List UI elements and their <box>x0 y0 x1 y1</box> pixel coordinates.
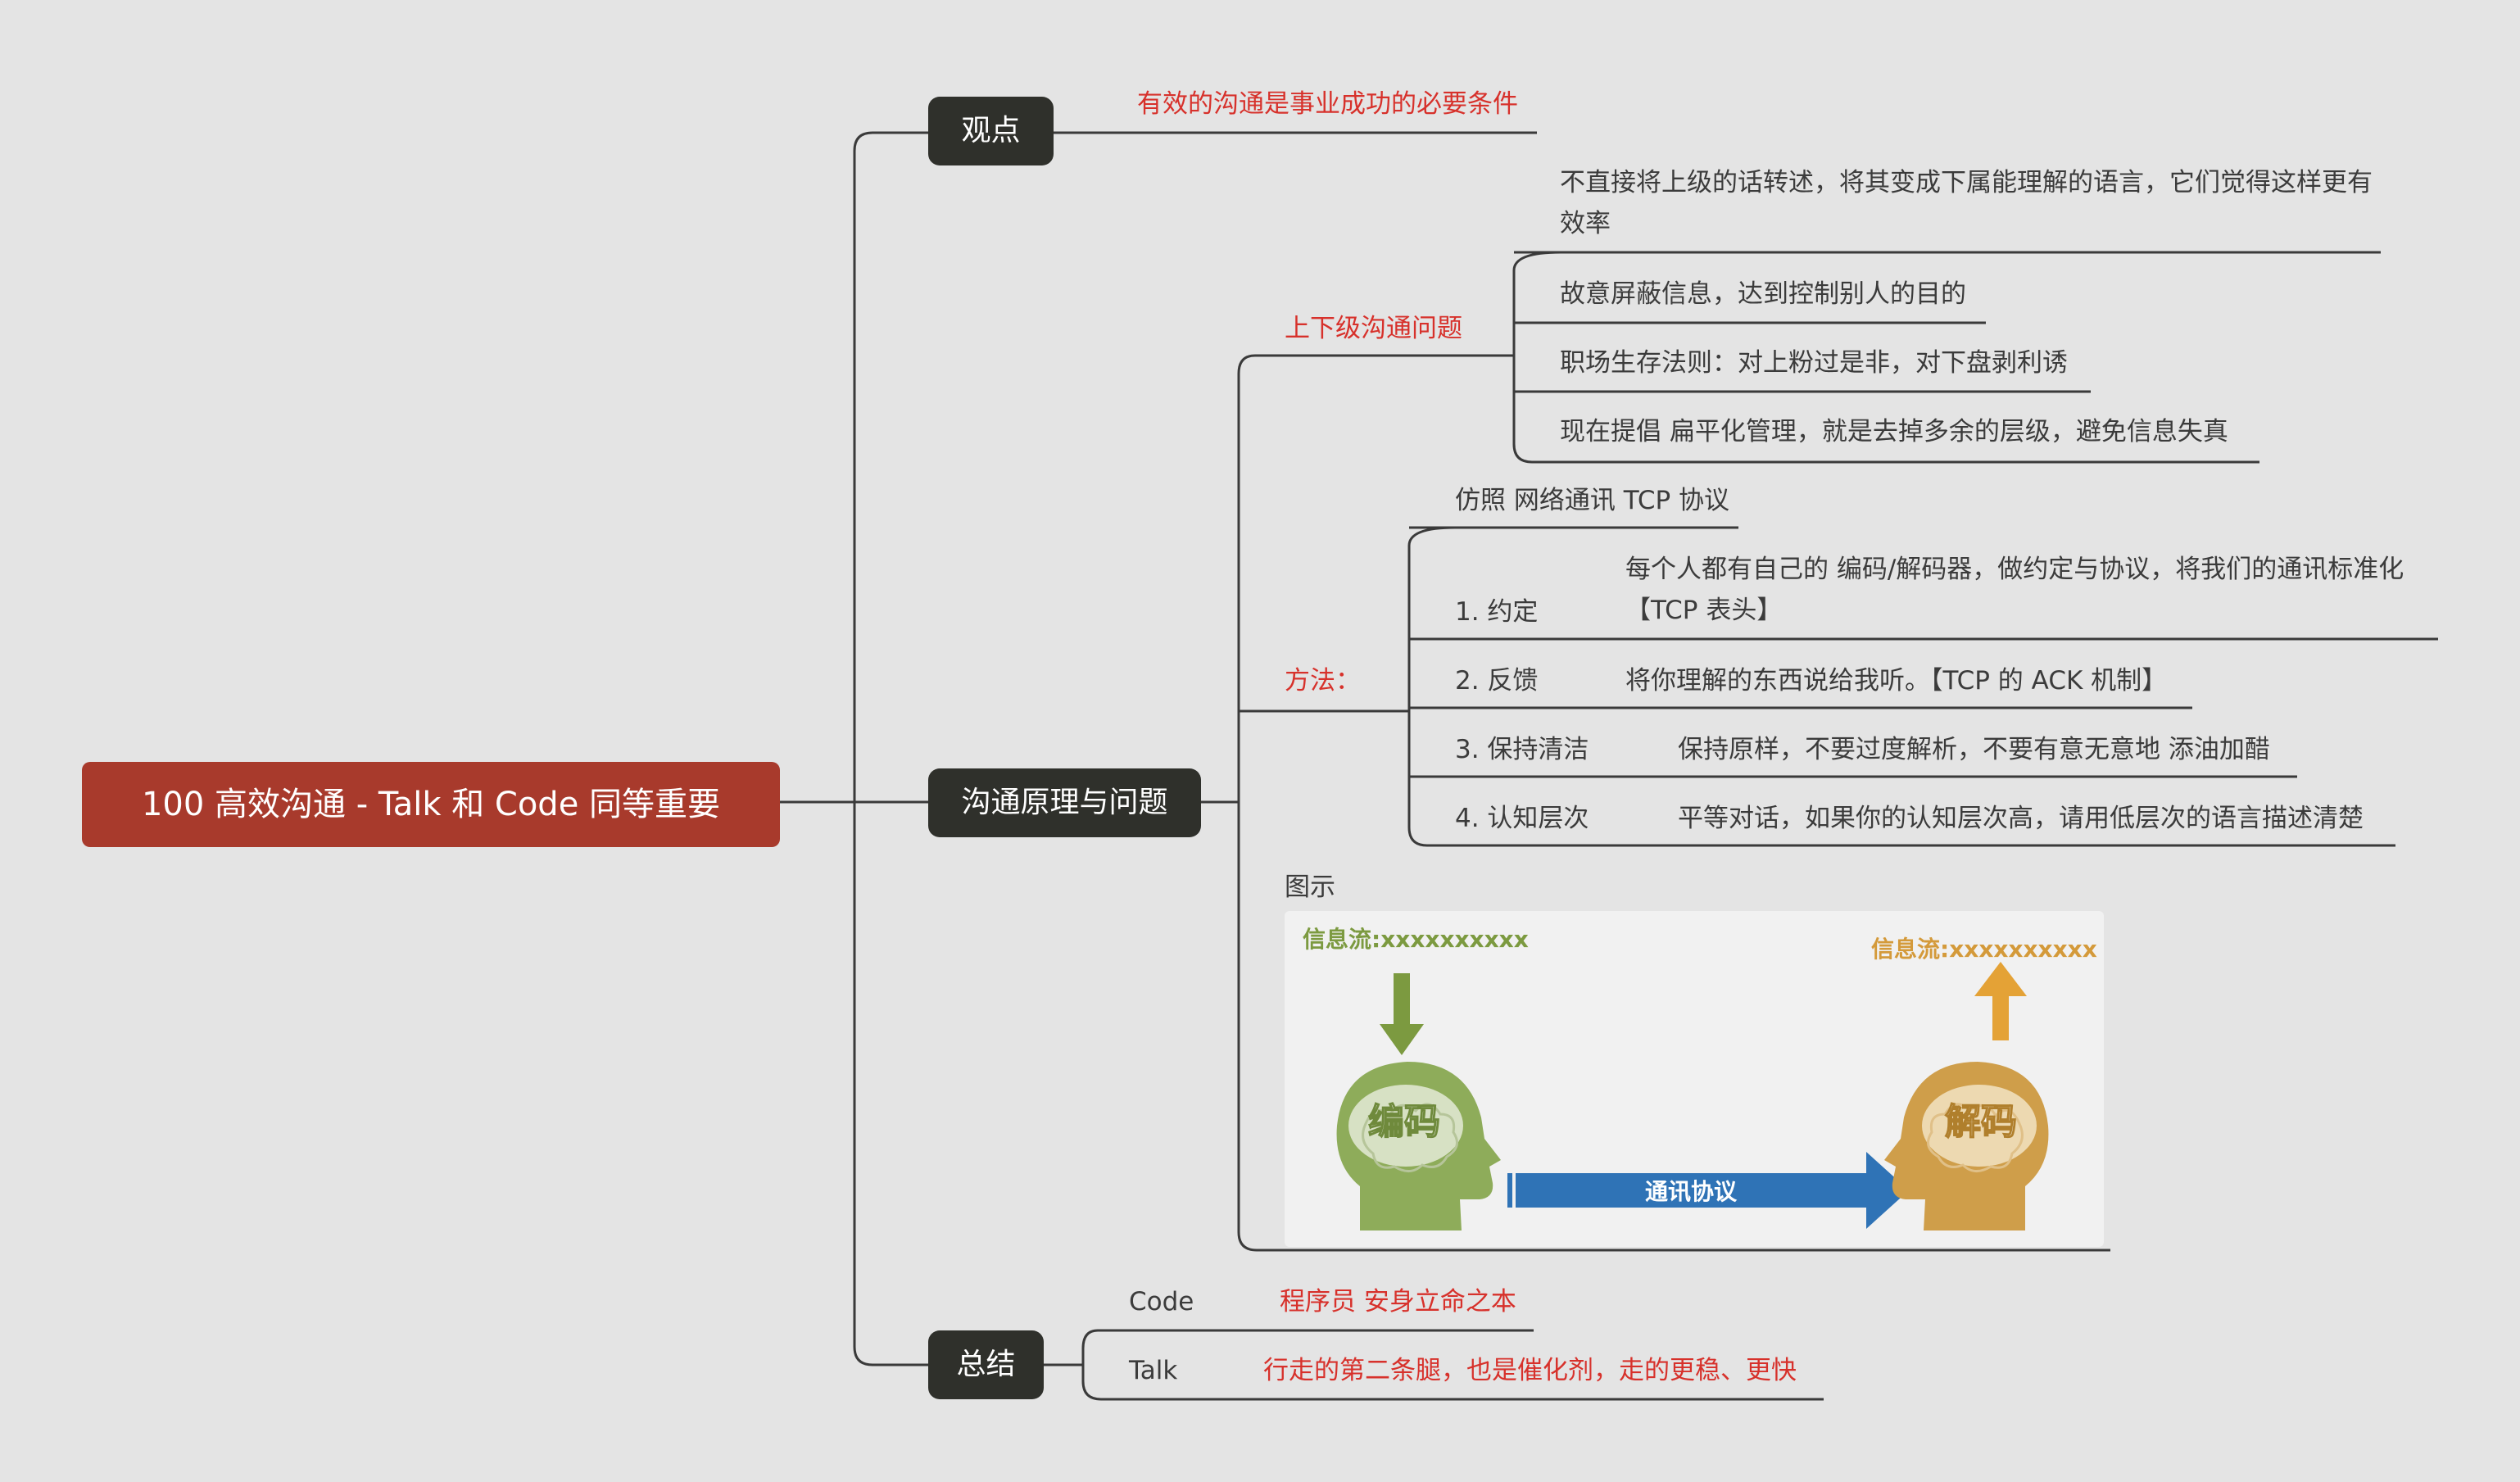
subtrunk-summary <box>1081 1329 1824 1401</box>
method-step-1-desc[interactable]: 每个人都有自己的 编码/解码器，做约定与协议，将我们的通讯标准化【TCP 表头】 <box>1625 555 2404 625</box>
topic-summary-label: 总结 <box>956 1348 1016 1381</box>
summary-talk-key[interactable]: Talk <box>1129 1356 1178 1385</box>
method-step-2-name[interactable]: 2. 反馈 <box>1455 666 1539 696</box>
subtopic-method[interactable]: 方法： <box>1285 666 1361 696</box>
subtrunk-principles <box>1237 354 2110 1252</box>
up-arrow-icon <box>1974 962 2027 1040</box>
summary-code-value[interactable]: 程序员 安身立命之本 <box>1280 1287 1516 1317</box>
root-topic[interactable]: 100 高效沟通 - Talk 和 Code 同等重要 <box>82 762 780 847</box>
encode-head-icon: 编码 <box>1336 1062 1501 1230</box>
root-topic-label: 100 高效沟通 - Talk 和 Code 同等重要 <box>141 786 721 823</box>
subtrunk-method <box>1407 526 2395 847</box>
topic-summary[interactable]: 总结 <box>928 1330 1044 1399</box>
protocol-text: 通讯协议 <box>1645 1178 1738 1205</box>
decode-text: 解码 <box>1945 1101 2017 1143</box>
encode-text: 编码 <box>1368 1101 1440 1143</box>
method-step-3-name[interactable]: 3. 保持清洁 <box>1455 735 1589 764</box>
hierarchy-item-3[interactable]: 职场生存法则：对上粉过是非，对下盘剥利诱 <box>1560 348 2068 378</box>
figure-image: 信息流:xxxxxxxxxx 编码 通讯协议 解码 <box>1285 911 2104 1247</box>
topic-viewpoint-label: 观点 <box>961 114 1021 147</box>
method-step-4-name[interactable]: 4. 认知层次 <box>1455 804 1589 833</box>
summary-code-key[interactable]: Code <box>1129 1287 1194 1317</box>
hierarchy-item-2[interactable]: 故意屏蔽信息，达到控制别人的目的 <box>1560 279 1966 309</box>
topic-principles[interactable]: 沟通原理与问题 <box>928 768 1201 837</box>
hierarchy-item-1[interactable]: 不直接将上级的话转述，将其变成下属能理解的语言，它们觉得这样更有效率 <box>1560 168 2373 238</box>
protocol-arrow: 通讯协议 <box>1507 1152 1909 1229</box>
topic-principles-label: 沟通原理与问题 <box>961 786 1168 819</box>
topic-viewpoint[interactable]: 观点 <box>928 97 1054 165</box>
summary-talk-value[interactable]: 行走的第二条腿，也是催化剂，走的更稳、更快 <box>1263 1356 1797 1385</box>
method-step-1-name[interactable]: 1. 约定 <box>1455 597 1539 627</box>
right-flow-text: 信息流:xxxxxxxxxx <box>1871 936 2097 963</box>
subtopic-figure[interactable]: 图示 <box>1285 872 1335 902</box>
method-step-4-desc[interactable]: 平等对话，如果你的认知层次高，请用低层次的语言描述清楚 <box>1678 804 2364 833</box>
method-intro[interactable]: 仿照 网络通讯 TCP 协议 <box>1455 486 1730 515</box>
method-step-2-desc[interactable]: 将你理解的东西说给我听。【TCP 的 ACK 机制】 <box>1625 666 2168 696</box>
connector-trunk <box>853 131 928 1366</box>
subtrunk-hierarchy <box>1512 251 2259 464</box>
encode-decode-illustration: 信息流:xxxxxxxxxx 编码 通讯协议 解码 <box>1303 926 2097 1230</box>
method-step-3-desc[interactable]: 保持原样，不要过度解析，不要有意无意地 添油加醋 <box>1678 735 2270 764</box>
hierarchy-item-4[interactable]: 现在提倡 扁平化管理，就是去掉多余的层级，避免信息失真 <box>1560 417 2228 446</box>
decode-head-icon: 解码 <box>1884 1062 2049 1230</box>
left-flow-text: 信息流:xxxxxxxxxx <box>1303 926 1529 953</box>
subtopic-hierarchy[interactable]: 上下级沟通问题 <box>1285 314 1462 343</box>
viewpoint-content[interactable]: 有效的沟通是事业成功的必要条件 <box>1137 89 1518 119</box>
down-arrow-icon <box>1380 973 1424 1055</box>
